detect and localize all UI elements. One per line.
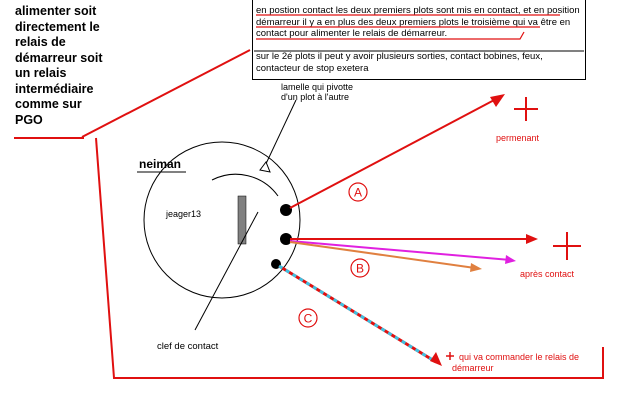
wire-c-arrowhead bbox=[430, 352, 442, 366]
permanent-label: permenant bbox=[496, 133, 540, 143]
circle-c-label: C bbox=[304, 312, 313, 326]
circle-c bbox=[298, 308, 318, 328]
neiman-circle bbox=[143, 141, 301, 299]
inner-arc bbox=[211, 173, 279, 197]
plot-c bbox=[271, 259, 281, 269]
circle-b-label: B bbox=[356, 262, 364, 276]
circle-a-label: A bbox=[354, 186, 362, 200]
wire-b-orange-arrowhead bbox=[470, 263, 482, 272]
circle-b bbox=[350, 258, 370, 278]
pivot-blade bbox=[237, 195, 247, 245]
callout-line-left-note bbox=[81, 49, 251, 138]
lamelle-pointer bbox=[263, 99, 297, 169]
key-pointer-line bbox=[194, 211, 259, 331]
wire-b-magenta-arrowhead bbox=[505, 255, 516, 264]
top-note-p1: en postion contact les deux premiers plo… bbox=[256, 5, 580, 39]
plus-apres-contact-icon bbox=[553, 232, 581, 260]
wire-b-magenta bbox=[289, 240, 511, 261]
neiman-label: neiman bbox=[139, 157, 181, 171]
clef-label: clef de contact bbox=[157, 341, 219, 352]
apres-contact-label: après contact bbox=[520, 269, 575, 279]
wire-a-arrowhead bbox=[490, 94, 505, 107]
plot-b bbox=[280, 233, 292, 245]
lamelle-arrowhead bbox=[259, 160, 271, 173]
wire-a bbox=[289, 97, 499, 209]
top-note-box: en postion contact les deux premiers plo… bbox=[252, 0, 586, 80]
left-note: alimenter soit directement le relais de … bbox=[15, 4, 103, 127]
jeager-label: jeager13 bbox=[165, 209, 201, 219]
wire-c-cyan bbox=[278, 264, 437, 364]
wire-b-red-arrowhead bbox=[526, 234, 538, 244]
callout-line-frame bbox=[95, 137, 604, 379]
plus-commande-icon bbox=[446, 352, 454, 360]
lamelle-label: lamelle qui pivotte d'un plot à l'autre bbox=[281, 82, 354, 102]
commande-label-line1: qui va commander le relais de bbox=[459, 352, 579, 362]
commande-label-line2: démarreur bbox=[452, 363, 494, 373]
plot-a bbox=[280, 204, 292, 216]
plus-permanent-icon bbox=[514, 97, 538, 121]
top-note-p2: sur le 2é plots il peut y avoir plusieur… bbox=[256, 51, 543, 74]
wire-b-orange bbox=[289, 241, 476, 269]
circle-a bbox=[348, 182, 368, 202]
